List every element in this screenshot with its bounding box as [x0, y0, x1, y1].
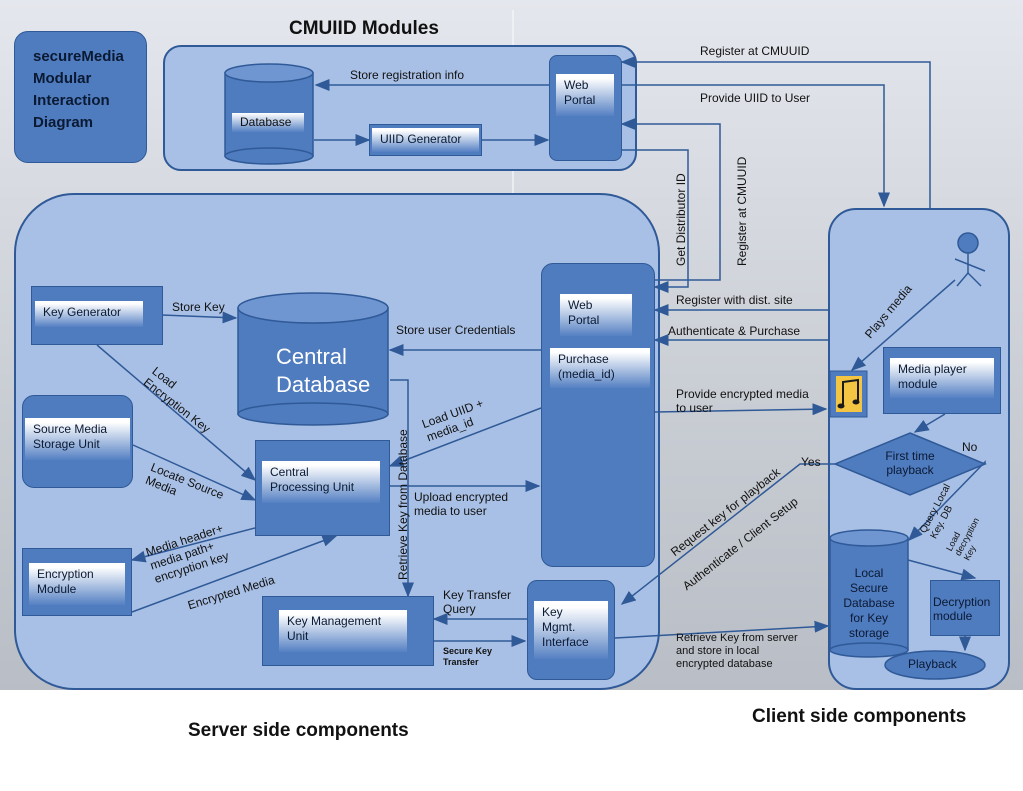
- label-store-reg: Store registration info: [350, 68, 465, 82]
- label-provide-enc: Provide encrypted media to user: [676, 387, 809, 415]
- local-db-label: Local Secure Database for Key storage: [843, 566, 895, 640]
- label-key-transfer-query: Key Transfer Query: [443, 588, 512, 616]
- decryption-box: Decryption module: [930, 580, 1000, 636]
- central-database-cylinder: [237, 292, 389, 426]
- web-portal-dist-label: Web Portal: [560, 294, 632, 336]
- key-mgmt-unit-label: Key Management Unit: [279, 610, 407, 652]
- arrow-retrieve-key-server: [614, 620, 830, 639]
- key-mgmt-interface-box: Key Mgmt. Interface: [527, 580, 615, 680]
- label-store-cred: Store user Credentials: [396, 323, 516, 337]
- arrow-provide-enc: [654, 403, 828, 416]
- user-icon: [954, 232, 986, 287]
- music-note-icon: [829, 370, 868, 418]
- key-mgmt-unit-box: Key Management Unit: [262, 596, 434, 666]
- arrow-yes-branch: [620, 463, 835, 605]
- first-time-label: First time playback: [885, 449, 935, 477]
- arrow-locate-source: [132, 444, 257, 501]
- diagram-title: secureMedia Modular Interaction Diagram: [33, 48, 124, 131]
- source-media-box: Source Media Storage Unit: [22, 395, 133, 488]
- cmuiid-title: CMUIID Modules: [289, 18, 439, 39]
- label-yes: Yes: [801, 455, 821, 469]
- central-database-label: Central Database: [276, 344, 371, 397]
- encryption-label: Encryption Module: [29, 563, 125, 605]
- decryption-label: Decryption module: [933, 595, 991, 623]
- arrow-media-header: [130, 527, 256, 563]
- uiid-generator-label: UIID Generator: [372, 128, 479, 152]
- label-retrieve-key-server: Retrieve Key from server and store in lo…: [676, 632, 798, 670]
- key-generator-label: Key Generator: [35, 301, 143, 327]
- label-retrieve-key-db: Retrieve Key from Database: [396, 429, 410, 580]
- label-upload-enc: Upload encrypted media to user: [414, 490, 509, 518]
- web-portal-cmu-box: Web Portal: [549, 55, 622, 161]
- playback-ellipse: [884, 650, 986, 680]
- label-auth-purchase: Authenticate & Purchase: [668, 324, 801, 338]
- encryption-box: Encryption Module: [22, 548, 132, 616]
- label-register-cmu-vert: Register at CMUUID: [735, 156, 749, 266]
- arrow-load-enc-key: [96, 344, 257, 481]
- cpu-label: Central Processing Unit: [262, 461, 380, 503]
- database-label: Database: [232, 113, 304, 132]
- arrow-store-key: [161, 311, 238, 324]
- uiid-generator-box: UIID Generator: [369, 124, 482, 156]
- media-player-box: Media player module: [883, 347, 1001, 414]
- local-database-cylinder: [829, 529, 909, 658]
- label-register-dist: Register with dist. site: [676, 293, 793, 307]
- cpu-box: Central Processing Unit: [255, 440, 390, 536]
- arrow-get-dist-id: [622, 149, 689, 293]
- source-media-label: Source Media Storage Unit: [25, 418, 130, 460]
- arrow-provide-uiid: [622, 84, 890, 208]
- label-provide-uiid: Provide UIID to User: [700, 91, 811, 105]
- arrow-no-branch: [907, 460, 986, 542]
- arrow-register-cmuuid: [620, 56, 931, 208]
- label-secure-key-transfer: Secure Key Transfer: [443, 646, 493, 667]
- arrow-retrieve-key-db: [390, 379, 414, 598]
- arrow-load-decryption: [907, 559, 977, 581]
- web-portal-cmu-label: Web Portal: [556, 74, 614, 116]
- key-generator-box: Key Generator: [31, 286, 163, 345]
- arrow-register-cmuuid-vert: [620, 118, 721, 281]
- first-time-diamond: [833, 432, 987, 496]
- playback-label: Playback: [908, 657, 957, 671]
- server-side-title: Server side components: [188, 720, 409, 741]
- key-mgmt-interface-label: Key Mgmt. Interface: [534, 601, 608, 659]
- arrow-plays-media: [850, 279, 956, 371]
- diagram-title-box: secureMedia Modular Interaction Diagram: [14, 31, 147, 163]
- label-store-key: Store Key: [172, 300, 225, 314]
- purchase-label: Purchase (media_id): [550, 348, 650, 388]
- media-player-label: Media player module: [890, 358, 994, 398]
- web-portal-dist-box: Web Portal Purchase (media_id): [541, 263, 655, 567]
- arrow-load-uiid: [388, 407, 542, 467]
- label-no: No: [962, 440, 978, 454]
- arrow-encrypted-media: [131, 535, 338, 613]
- label-get-dist-id: Get Distributor ID: [674, 173, 688, 266]
- client-side-title: Client side components: [752, 706, 967, 727]
- arrow-player-first: [913, 413, 946, 433]
- label-register-cmu-top: Register at CMUUID: [700, 44, 810, 58]
